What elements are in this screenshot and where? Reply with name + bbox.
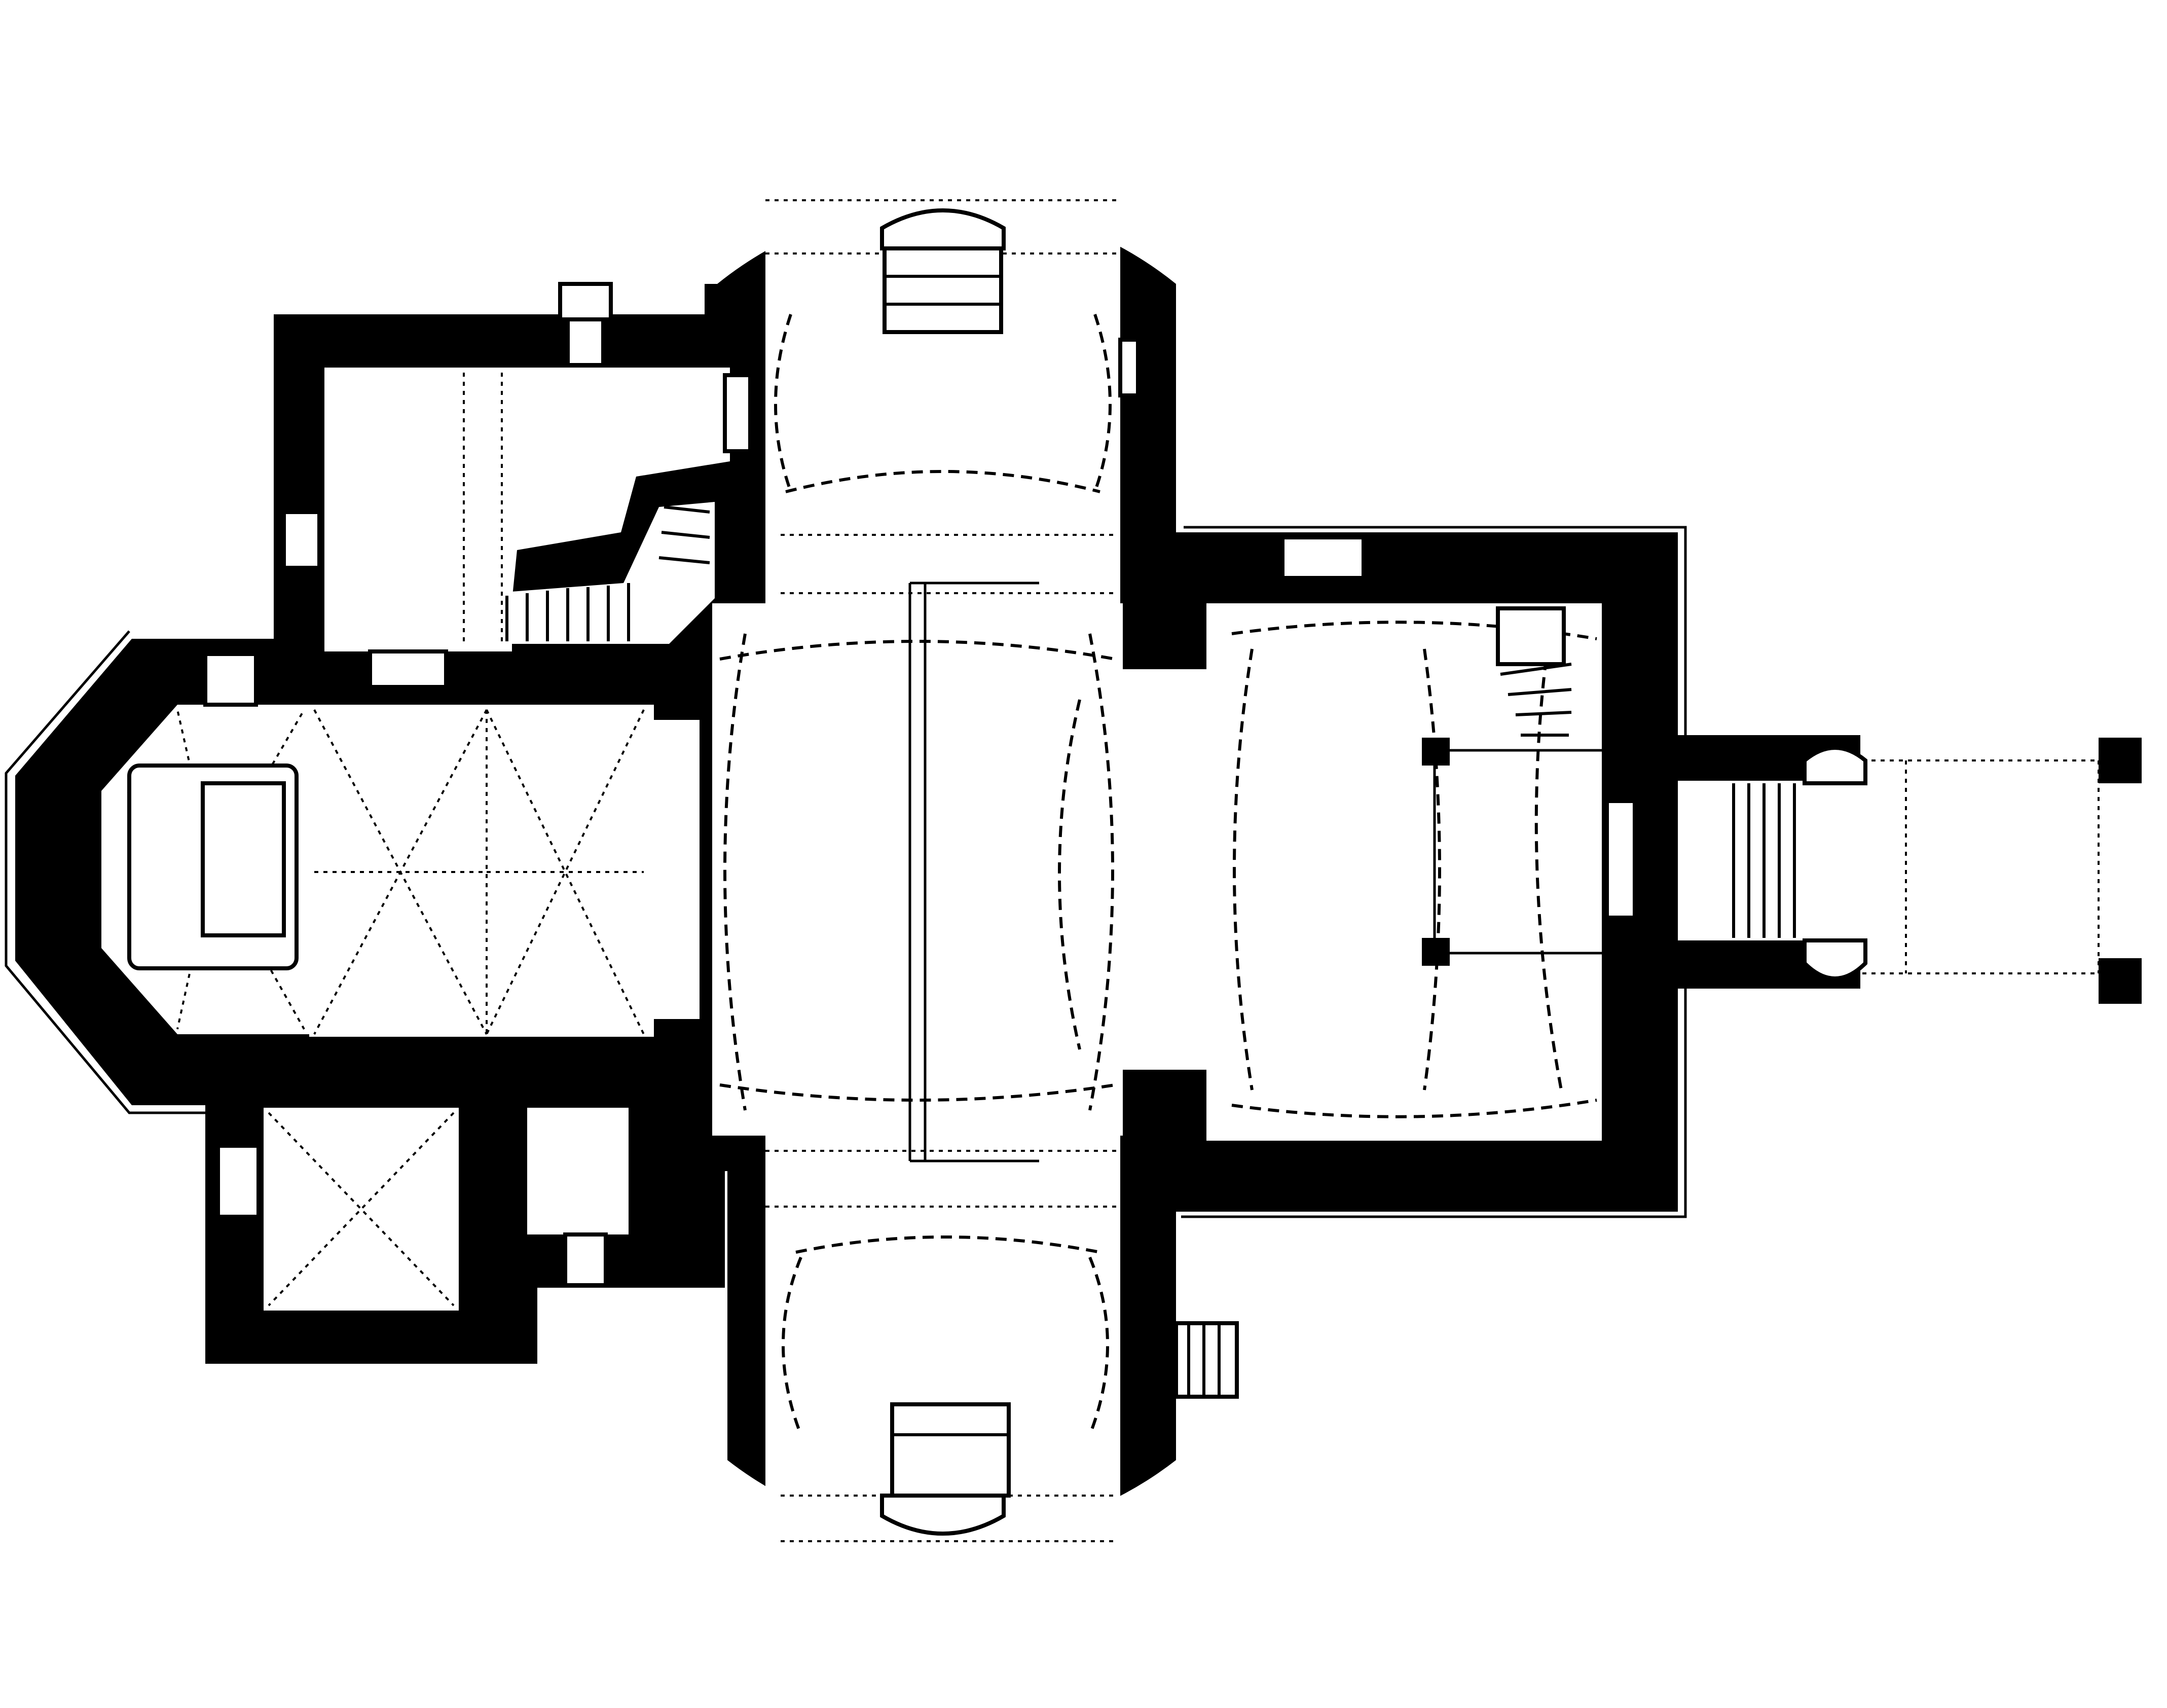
east-porch (1678, 781, 2099, 940)
north-staircase (507, 368, 730, 651)
southwest-room-small (527, 1108, 629, 1234)
outer-lines (5, 526, 1687, 1218)
south-apse-interior (765, 1131, 1120, 1561)
north-stair-treads (505, 505, 710, 641)
window-niches (203, 282, 1637, 1287)
east-spiral-stair (1496, 606, 1572, 737)
south-side-steps (1174, 1321, 1239, 1399)
south-altar-head (880, 1494, 1006, 1536)
north-apse-interior (765, 168, 1120, 603)
west-nave-bay-2 (487, 705, 654, 1037)
porch-end-north (2099, 738, 2142, 783)
porch-end-south (2099, 958, 2142, 1004)
east-chamber (1435, 745, 1602, 958)
vault-lines (126, 199, 2100, 1542)
fixtures (127, 208, 1867, 1536)
north-altar-head (880, 208, 1006, 250)
south-altar (890, 1402, 1011, 1498)
crossing-east-arch (1115, 669, 1206, 1070)
east-porch-steps (1732, 746, 1867, 980)
northwest-room (324, 368, 512, 651)
west-altar-table (201, 781, 286, 937)
north-altar (883, 246, 1003, 334)
crossing (712, 603, 1123, 1136)
west-hall (649, 720, 700, 1019)
